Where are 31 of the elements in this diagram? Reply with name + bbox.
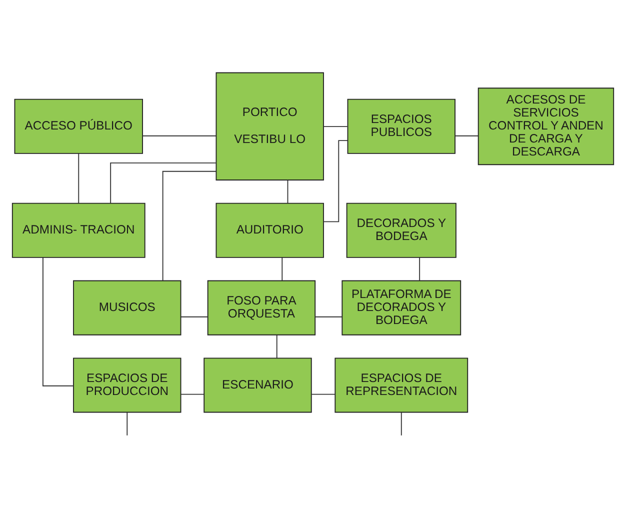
node-box: ESCENARIO xyxy=(204,357,312,412)
node-box: ESPACIOS DE PRODUCCION xyxy=(73,357,182,412)
connector xyxy=(162,170,216,280)
connector xyxy=(180,316,208,317)
connector xyxy=(323,140,348,222)
node-box: MUSICOS xyxy=(73,280,182,335)
node-box: PORTICO VESTIBU LO xyxy=(216,72,324,180)
node-box: ESPACIOS DE REPRESENTACION xyxy=(334,357,468,412)
connector xyxy=(142,134,217,136)
node-box: PLATAFORMA DE DECORADOS Y BODEGA xyxy=(342,280,462,335)
connector xyxy=(287,179,288,204)
node-box: ESPACIOS PUBLICOS xyxy=(347,98,456,154)
connector xyxy=(314,316,342,317)
connector xyxy=(323,126,348,127)
connector xyxy=(400,411,402,436)
connector xyxy=(282,256,283,281)
connector xyxy=(42,256,74,386)
connector xyxy=(180,393,204,394)
node-box: FOSO PARA ORQUESTA xyxy=(207,280,316,335)
node-box: ADMINIS- TRACION xyxy=(12,202,146,258)
connector xyxy=(454,134,479,136)
node-box: DECORADOS Y BODEGA xyxy=(346,202,456,258)
connector xyxy=(419,256,420,281)
connector xyxy=(276,334,278,358)
connector xyxy=(126,411,128,436)
node-box: ACCESO PÚBLICO xyxy=(14,98,143,154)
connector xyxy=(110,162,216,203)
node-box: ACCESOS DE SERVICIOS CONTROL Y ANDEN DE CARGA Y DESCARGA xyxy=(478,87,614,165)
connector xyxy=(78,152,80,204)
node-box: AUDITORIO xyxy=(216,202,324,258)
connector xyxy=(311,393,336,394)
